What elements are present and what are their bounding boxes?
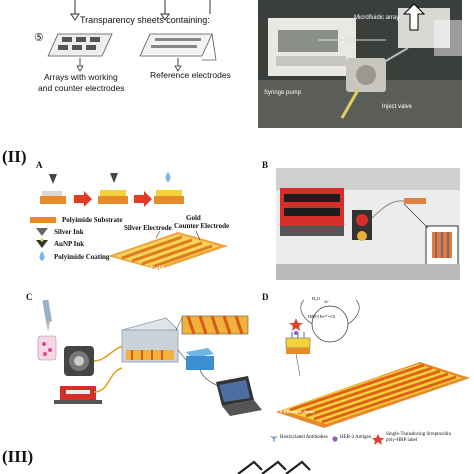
panel-b-photo <box>276 168 460 280</box>
legend-silver-ink: Silver Ink <box>54 228 84 236</box>
antibody-legend-icon <box>270 435 278 442</box>
polyimide-drop-icon <box>39 251 45 261</box>
potentiostat-icon <box>186 348 214 370</box>
legend-polyimide-coating: Polyimide Coating <box>54 253 110 261</box>
panel-a-letter: A <box>36 160 43 170</box>
array-d-label: 8-Electrode Array <box>280 409 315 414</box>
legend-aunp-ink: AuNP Ink <box>54 240 85 248</box>
section-2-numeral: (II) <box>2 147 27 166</box>
array-sheet-icon <box>47 33 113 57</box>
panel-b-letter: B <box>262 160 269 170</box>
section-3-numeral: (III) <box>2 447 34 466</box>
antigen-legend-icon <box>332 436 338 442</box>
gold-label-line1: Gold <box>186 214 201 222</box>
microfluidic-label: Microfluidic array <box>354 15 400 21</box>
electrode-sketch-3 <box>285 460 311 474</box>
electrode-surface-diagram <box>285 318 311 354</box>
sample-tube-icon <box>37 335 57 361</box>
gold-label-line2: Counter Electrode <box>174 222 230 230</box>
hrp-cycle-diagram: 2e⁻ <box>300 299 360 343</box>
legend-substrate: Polyimide Substrate <box>62 216 123 224</box>
valve-icon <box>64 346 94 376</box>
setup-photo-drawing <box>258 0 462 128</box>
syringe-pump-icon <box>54 386 102 404</box>
pipette-icon <box>42 299 53 332</box>
step-number: ⑤ <box>34 32 44 44</box>
legend-antibodies: Biotinylated Antibodies <box>280 435 328 440</box>
flow-cell-icon <box>121 317 179 363</box>
electrode-sketch-1 <box>237 460 263 474</box>
electrode-sketch-2 <box>261 460 287 474</box>
reference-label: Reference electrodes <box>150 70 231 80</box>
syringe-label: Syringe pump <box>264 90 302 96</box>
zoomed-array-icon <box>175 315 249 335</box>
laptop-icon <box>216 376 262 416</box>
hrp-label: HRP-[Fe³⁺=O] <box>308 314 336 319</box>
silver-ink-icon <box>36 228 48 236</box>
legend-antigen: HER-2 Antigen <box>340 435 372 440</box>
printing-steps <box>40 172 184 207</box>
silver-electrode-label: Silver Electrode <box>124 224 172 232</box>
hrp-label-legend-icon <box>372 434 384 445</box>
setup-photo: Microfluidic array Syringe pump Inject v… <box>258 0 462 128</box>
gold-array-diagram <box>108 230 228 270</box>
h2o-label: H₂O <box>312 296 321 301</box>
transparency-label: Transparency sheets containing: <box>80 15 210 25</box>
arrays-label-line1: Arrays with working <box>44 72 118 82</box>
gold-array-label: 8-Electrode Gold Array <box>120 266 181 272</box>
panel-c-letter: C <box>26 292 33 302</box>
panel-d-letter: D <box>262 292 269 302</box>
reference-sheet-icon <box>139 33 217 61</box>
substrate-swatch <box>30 217 56 223</box>
inject-label: Inject valve <box>382 104 413 110</box>
electrode-array-diagram <box>276 362 470 428</box>
svg-text:2e⁻: 2e⁻ <box>324 299 330 304</box>
aunp-ink-icon <box>36 240 48 248</box>
arrays-label-line2: and counter electrodes <box>38 83 125 93</box>
panel-b-photo-drawing <box>276 168 460 280</box>
legend-hrp-label: Single-Transducing Streptavidin poly-HRP… <box>386 432 451 443</box>
